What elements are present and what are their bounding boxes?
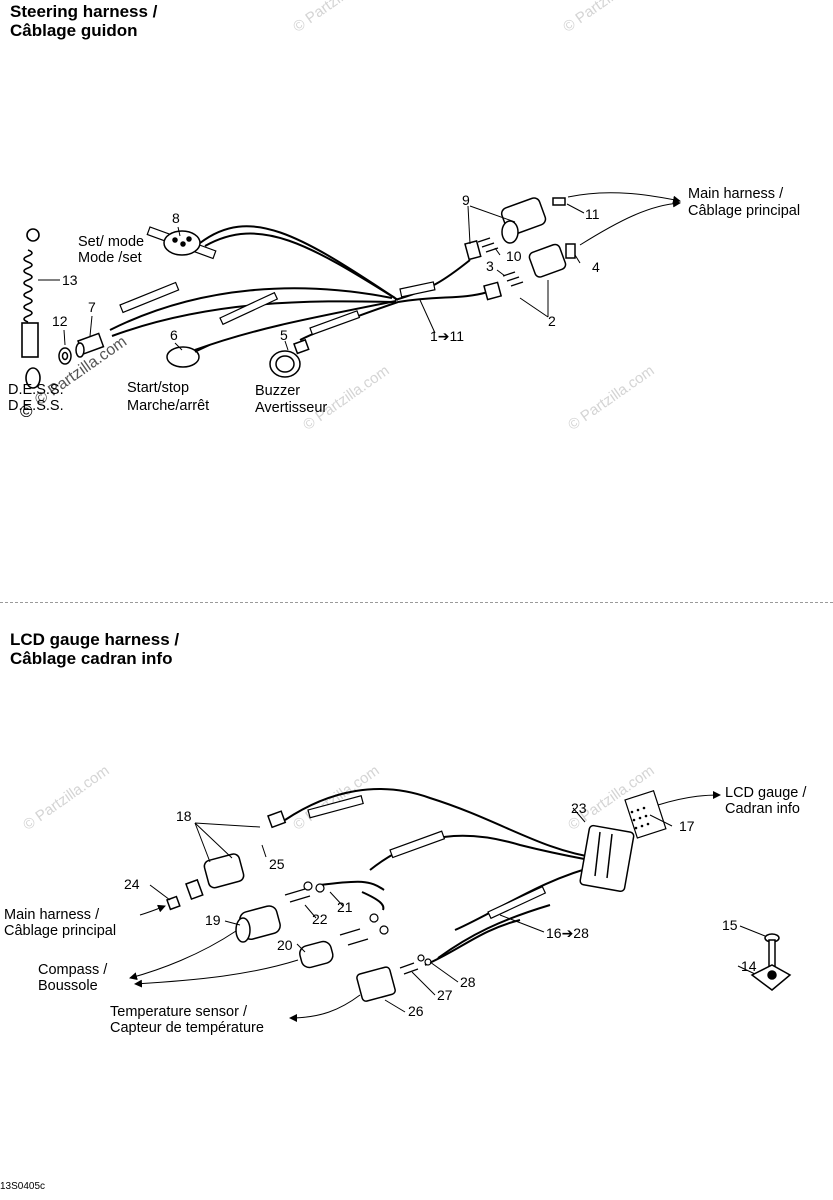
- lcd-main-harness-label-en: Main harness /: [4, 907, 100, 923]
- drawing-code: 13S0405c: [0, 1181, 46, 1192]
- callout-25: 25: [269, 856, 285, 872]
- callout-15: 15: [722, 917, 738, 933]
- lcd-sleeves: [307, 795, 547, 920]
- callout-2: 2: [548, 313, 556, 329]
- compass-connectors: [235, 905, 334, 969]
- lcd-leaders: [129, 791, 766, 1022]
- start-stop-label-en: Start/stop: [127, 380, 190, 396]
- dess-post-parts: [58, 332, 105, 365]
- main-harness-label-en: Main harness /: [688, 186, 784, 202]
- temperature-label-en: Temperature sensor /: [110, 1004, 248, 1020]
- buzzer-label-fr: Avertisseur: [255, 400, 328, 416]
- buzzer: [269, 338, 310, 378]
- set-mode-label-fr: Mode /set: [78, 250, 142, 266]
- dess-label-en: D.E.S.S.: [8, 382, 64, 398]
- callout-19: 19: [205, 912, 221, 928]
- compass-label-en: Compass /: [38, 962, 108, 978]
- copyright-icon: ©: [20, 402, 33, 421]
- steering-leaders: [38, 192, 681, 351]
- main-harness-connector: [166, 810, 287, 911]
- start-stop-label-fr: Marche/arrêt: [127, 398, 210, 414]
- steering-range-label: 1➔11: [430, 328, 465, 344]
- gauge-connector: [579, 824, 635, 893]
- dess-coil-cord: [21, 228, 41, 389]
- temperature-connector: [356, 966, 396, 1002]
- lcd-section-title: LCD gauge harness / Câblage cadran info: [10, 630, 179, 668]
- callout-5: 5: [280, 327, 288, 343]
- main-connectors: [464, 197, 576, 301]
- lcd-gauge-label-fr: Cadran info: [725, 801, 800, 817]
- start-stop-switch: [166, 344, 211, 368]
- lcd-main-harness-label-fr: Câblage principal: [4, 923, 117, 939]
- terminal-pins: [477, 237, 524, 287]
- callout-12: 12: [52, 313, 68, 329]
- callout-26: 26: [408, 1003, 424, 1019]
- callout-24: 24: [124, 876, 140, 892]
- callout-23: 23: [571, 800, 587, 816]
- callout-3: 3: [486, 258, 494, 274]
- callout-10: 10: [506, 248, 522, 264]
- callout-17: 17: [679, 818, 695, 834]
- buzzer-label-en: Buzzer: [255, 383, 301, 399]
- lcd-title-fr: Câblage cadran info: [10, 649, 173, 668]
- lcd-gauge-label-en: LCD gauge /: [725, 785, 807, 801]
- steering-title-fr: Câblage guidon: [10, 21, 138, 40]
- callout-18: 18: [176, 808, 192, 824]
- lcd-terminals: [284, 881, 432, 975]
- section-divider: [0, 602, 833, 603]
- callout-4: 4: [592, 259, 600, 275]
- callout-20: 20: [277, 937, 293, 953]
- callout-27: 27: [437, 987, 453, 1003]
- compass-label-fr: Boussole: [38, 978, 98, 994]
- set-mode-switch: [163, 230, 201, 256]
- callout-11: 11: [585, 206, 600, 222]
- callout-13: 13: [62, 272, 78, 288]
- steering-title-en: Steering harness /: [10, 2, 158, 21]
- callout-6: 6: [170, 327, 178, 343]
- callout-28: 28: [460, 974, 476, 990]
- dess-label-fr: D.E.S.S.: [8, 398, 64, 414]
- steering-sleeves: [119, 226, 436, 336]
- main-harness-label-fr: Câblage principal: [688, 203, 801, 219]
- lcd-range-label: 16➔28: [546, 925, 589, 941]
- screw-and-nut: [750, 933, 792, 991]
- lcd-title-en: LCD gauge harness /: [10, 630, 180, 649]
- temperature-label-fr: Capteur de température: [110, 1020, 264, 1036]
- callout-22: 22: [312, 911, 328, 927]
- steering-section-title: Steering harness / Câblage guidon: [10, 2, 157, 40]
- callout-21: 21: [337, 899, 353, 915]
- callout-14: 14: [741, 958, 757, 974]
- lcd-gauge-icon: [624, 789, 667, 839]
- callout-8: 8: [172, 210, 180, 226]
- callout-7: 7: [88, 299, 96, 315]
- callout-9: 9: [462, 192, 470, 208]
- set-mode-label-en: Set/ mode: [78, 234, 145, 250]
